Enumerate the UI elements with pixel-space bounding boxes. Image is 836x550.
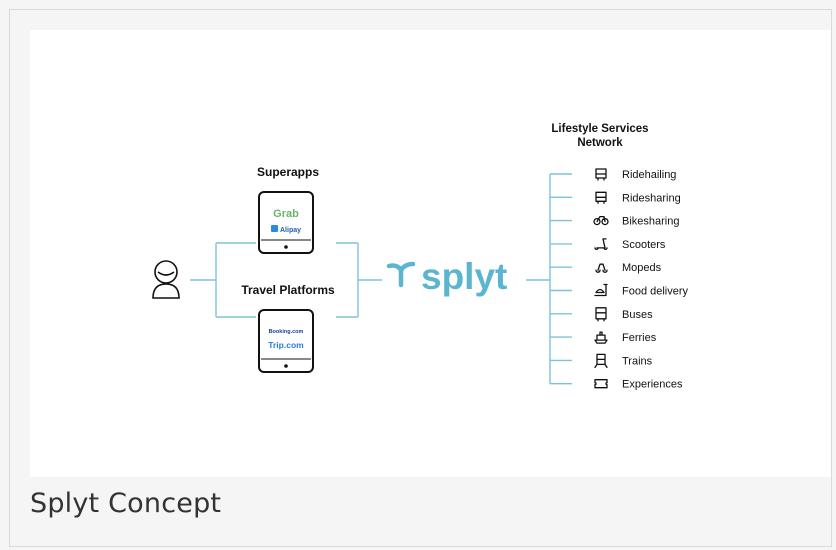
- superapps-title: Superapps: [257, 165, 319, 179]
- ticket-icon: [594, 379, 608, 389]
- bicycle-icon: [593, 215, 609, 226]
- train-icon: [594, 353, 608, 369]
- network-title-line1: Lifestyle Services: [551, 123, 648, 135]
- network-item-label: Ferries: [622, 332, 657, 344]
- car-front-icon: [595, 168, 607, 181]
- network-item-label: Bikesharing: [622, 216, 679, 228]
- splyt-logo: splyt: [386, 256, 507, 297]
- superapps-phone: Grab Alipay: [258, 191, 314, 254]
- network-item-label: Food delivery: [622, 286, 689, 298]
- splyt-mark-icon: [386, 261, 416, 288]
- food-delivery-icon: [594, 283, 608, 297]
- splyt-wordmark: splyt: [421, 256, 507, 297]
- network-item-label: Buses: [622, 309, 653, 321]
- bus-icon: [595, 307, 607, 322]
- diagram-card: Superapps Grab Alipay Travel Platforms B…: [30, 30, 831, 477]
- figure-caption: Splyt Concept: [30, 488, 222, 519]
- network-tree: RidehailingRidesharingBikesharingScooter…: [549, 168, 689, 391]
- grab-logo: Grab: [273, 208, 299, 220]
- person-icon: [152, 260, 180, 299]
- network-item-label: Ridesharing: [622, 192, 681, 204]
- network-item-label: Ridehailing: [622, 169, 676, 181]
- network-item-label: Scooters: [622, 239, 666, 251]
- splyt-concept-diagram: Superapps Grab Alipay Travel Platforms B…: [152, 123, 689, 391]
- network-item-label: Trains: [622, 355, 653, 367]
- scooter-icon: [594, 238, 608, 250]
- alipay-logo: Alipay: [280, 227, 301, 234]
- travel-platforms-title: Travel Platforms: [241, 283, 335, 297]
- figure-frame: Superapps Grab Alipay Travel Platforms B…: [9, 9, 832, 547]
- network-item-label: Experiences: [622, 379, 683, 391]
- left-connectors: [190, 242, 550, 318]
- network-title-line2: Network: [577, 137, 623, 149]
- trip-logo: Trip.com: [268, 340, 304, 350]
- network-item-label: Mopeds: [622, 262, 662, 274]
- car-front-icon: [595, 191, 607, 204]
- moped-icon: [595, 263, 608, 273]
- booking-logo: Booking.com: [269, 329, 304, 335]
- ferry-icon: [594, 331, 608, 344]
- travel-phone: Booking.com Trip.com: [258, 309, 314, 373]
